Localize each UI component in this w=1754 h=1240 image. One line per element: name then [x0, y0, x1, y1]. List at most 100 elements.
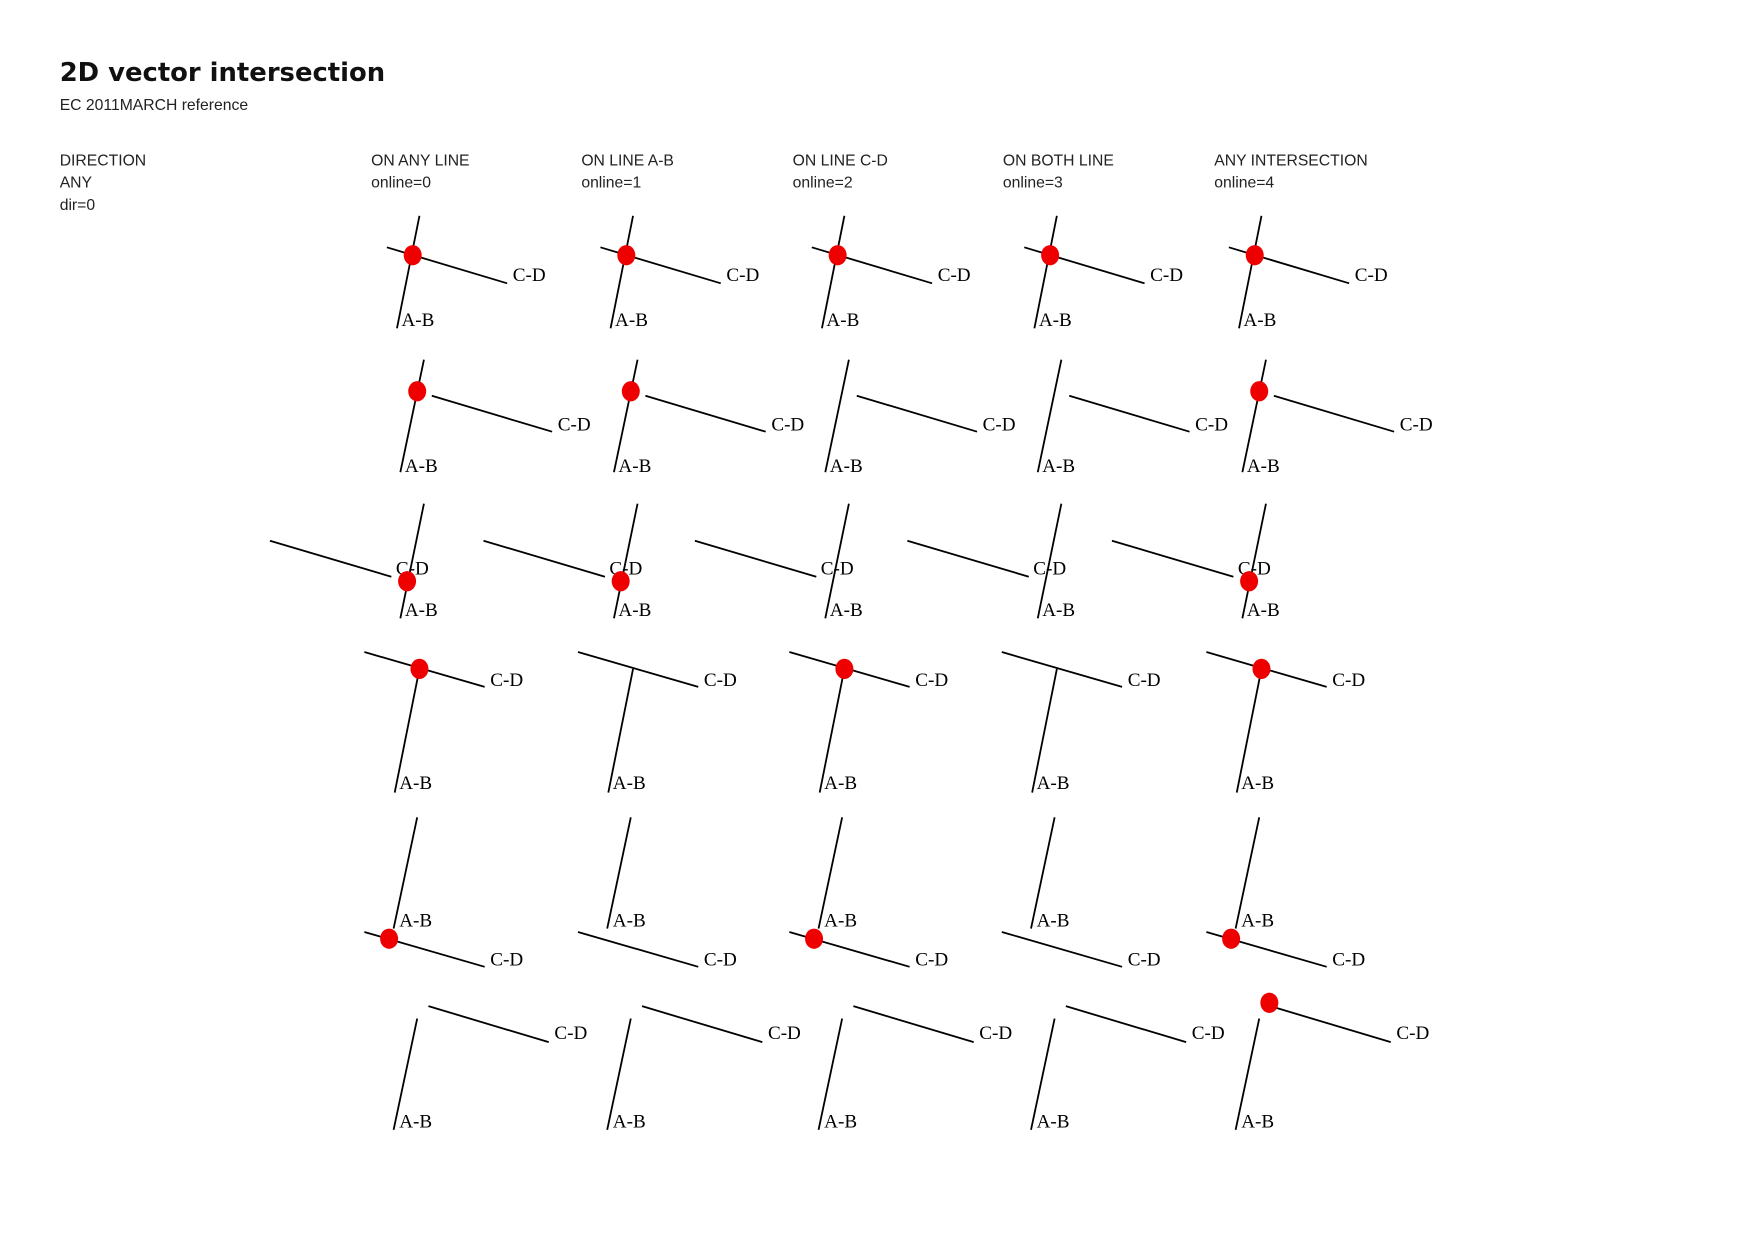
direction-code: dir=0 [60, 197, 96, 214]
label-a-b: A-B [615, 310, 648, 331]
label-a-b: A-B [824, 1112, 857, 1133]
intersection-cell: A-BC-D [392, 1005, 587, 1133]
line-a-b [817, 1018, 844, 1131]
line-c-d [577, 931, 699, 968]
intersection-cell: A-BC-D [824, 359, 1016, 477]
intersection-cell: A-B C-D [1001, 651, 1161, 794]
label-c-d: C-D [771, 415, 804, 436]
line-a-b [606, 1018, 632, 1131]
intersection-cell: A-BC-D [364, 651, 523, 794]
label-c-d: C-D [726, 265, 759, 286]
label-a-b: A-B [1039, 310, 1072, 331]
line-a-b [1234, 817, 1261, 929]
intersection-cell: A-BC-D [399, 359, 591, 477]
label-c-d: C-D [938, 265, 971, 286]
label-a-b: A-B [618, 600, 651, 621]
direction-value: ANY [60, 175, 93, 192]
line-a-b [1235, 668, 1263, 793]
intersection-cell: A-B C-D [577, 651, 737, 794]
intersection-cell: A-BC-D [694, 503, 863, 621]
line-a-b [607, 668, 634, 793]
intersection-point-marker [621, 381, 640, 402]
column-header-code: online=1 [581, 175, 641, 192]
label-c-d: C-D [1400, 415, 1433, 436]
line-a-b [824, 359, 850, 473]
label-c-d: C-D [1128, 670, 1161, 691]
label-a-b: A-B [405, 600, 438, 621]
label-c-d: C-D [915, 670, 948, 691]
intersection-cell: A-BC-D [1001, 817, 1161, 971]
label-a-b: A-B [1241, 773, 1274, 794]
label-a-b: A-B [405, 456, 438, 477]
intersection-point-marker [1222, 928, 1241, 949]
line-c-d [694, 539, 817, 578]
line-c-d [1001, 651, 1123, 688]
label-c-d: C-D [1332, 950, 1365, 971]
column-header-label: ON BOTH LINE [1003, 152, 1114, 169]
intersection-cell: A-BC-D [386, 215, 546, 331]
intersection-cell: A-BC-D [1024, 215, 1183, 331]
intersection-cell: A-BC-D [606, 1005, 801, 1133]
intersection-point-marker [828, 245, 847, 266]
label-a-b: A-B [618, 456, 651, 477]
line-a-b [1030, 1018, 1056, 1131]
line-a-b [613, 359, 639, 473]
line-a-b [396, 215, 421, 329]
line-a-b [1036, 359, 1063, 473]
label-a-b: A-B [824, 910, 857, 931]
label-c-d: C-D [704, 950, 737, 971]
column-header-label: ON ANY LINE [371, 152, 469, 169]
line-c-d [577, 651, 699, 688]
intersection-point-marker [835, 658, 854, 680]
line-c-d [641, 1005, 763, 1044]
label-c-d: C-D [554, 1023, 587, 1044]
intersection-point-marker [1240, 571, 1259, 592]
label-a-b: A-B [1243, 310, 1276, 331]
intersection-cell: A-BC-D [1234, 992, 1429, 1133]
label-a-b: A-B [1037, 773, 1070, 794]
column-header-code: online=3 [1003, 175, 1063, 192]
line-a-b [393, 668, 421, 793]
intersection-point-marker [1252, 658, 1271, 680]
label-c-d: C-D [1396, 1023, 1429, 1044]
line-a-b [399, 503, 425, 619]
line-a-b [824, 503, 850, 619]
line-a-b [1036, 503, 1063, 619]
intersection-cell: A-BC-D [483, 503, 651, 621]
label-a-b: A-B [613, 1112, 646, 1133]
line-a-b [818, 668, 846, 793]
line-a-b [1241, 503, 1267, 619]
line-a-b [817, 817, 844, 929]
intersection-cell: A-BC-D [1206, 651, 1365, 794]
line-c-d [1065, 1005, 1187, 1044]
column-header-label: ON LINE A-B [581, 152, 674, 169]
label-a-b: A-B [613, 910, 646, 931]
label-a-b: A-B [830, 456, 863, 477]
intersection-cell: A-BC-D [907, 503, 1075, 621]
label-c-d: C-D [915, 950, 948, 971]
label-a-b: A-B [613, 773, 646, 794]
line-c-d [853, 1005, 974, 1044]
line-c-d [1001, 931, 1123, 968]
line-a-b [821, 215, 846, 329]
line-a-b [1241, 359, 1267, 473]
intersection-cell: A-BC-D [1036, 359, 1228, 477]
line-a-b [1238, 215, 1263, 329]
line-a-b [606, 817, 632, 929]
intersection-point-marker [805, 928, 824, 949]
label-a-b: A-B [1247, 600, 1280, 621]
page-subtitle: EC 2011MARCH reference [60, 97, 249, 114]
intersection-cell: A-BC-D [789, 651, 948, 794]
line-c-d [1068, 394, 1190, 433]
page-title: 2D vector intersection [60, 58, 385, 88]
intersection-point-marker [1250, 381, 1269, 402]
label-c-d: C-D [704, 670, 737, 691]
label-c-d: C-D [1128, 950, 1161, 971]
line-c-d [1273, 394, 1395, 433]
line-a-b [1234, 1018, 1261, 1131]
intersection-cell: A-B C-D [577, 817, 737, 971]
intersection-point-marker [617, 245, 636, 266]
intersection-cell: A-B C-D [1241, 359, 1433, 477]
label-a-b: A-B [1247, 456, 1280, 477]
